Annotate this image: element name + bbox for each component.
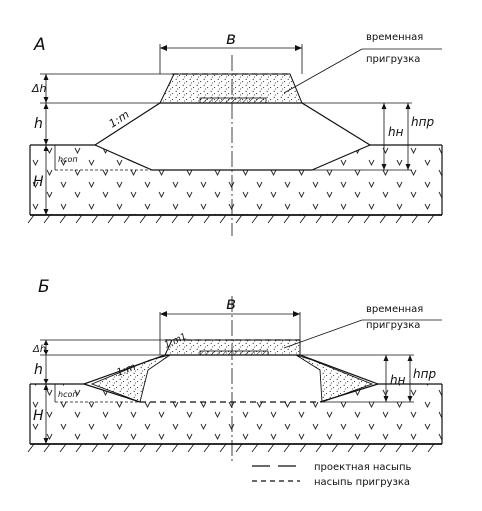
panel-b: Б в временная пригрузка — [27, 277, 443, 462]
panel-a-note-line1: временная — [366, 32, 423, 43]
panel-a-label: А — [33, 35, 46, 55]
legend-design-fill-label: проектная насыпь — [314, 462, 411, 473]
panel-a-hn-label: hн — [388, 125, 404, 139]
panel-b-note-line2: пригрузка — [366, 320, 420, 331]
panel-b-hsoil-label: hсоп — [58, 390, 78, 399]
panel-a-H-label: H — [33, 174, 44, 190]
panel-a-note-leader — [283, 48, 363, 94]
panel-a-pavement-slab — [199, 97, 267, 104]
panel-b-bedrock-hatch — [27, 443, 435, 453]
panel-b-hn-label: hн — [390, 373, 406, 387]
panel-a-hsoil-label: hсоп — [58, 155, 78, 164]
panel-a-h-label: h — [34, 116, 43, 132]
panel-b-dh-label: Δh — [32, 344, 46, 355]
panel-b-h-label: h — [34, 362, 43, 378]
panel-a: А в временная пригрузка — [27, 29, 443, 236]
panel-b-label: Б — [38, 277, 50, 297]
panel-b-width-label: в — [226, 294, 236, 314]
panel-a-note-line2: пригрузка — [366, 54, 420, 65]
legend: проектная насыпь насыпь пригрузка — [252, 462, 411, 488]
panel-b-hnp-label: hпр — [413, 367, 436, 381]
legend-surcharge-fill-label: насыпь пригрузка — [314, 477, 410, 488]
panel-a-bedrock-hatch — [27, 214, 435, 224]
panel-b-H-label: H — [33, 408, 44, 424]
panel-b-note-line1: временная — [366, 304, 423, 315]
panel-b-pavement-slab — [199, 350, 269, 356]
panel-a-dh-label: Δh — [31, 82, 47, 95]
panel-b-note-leader — [283, 319, 363, 349]
panel-a-hnp-label: hпр — [411, 115, 434, 129]
panel-a-width-label: в — [226, 29, 236, 49]
